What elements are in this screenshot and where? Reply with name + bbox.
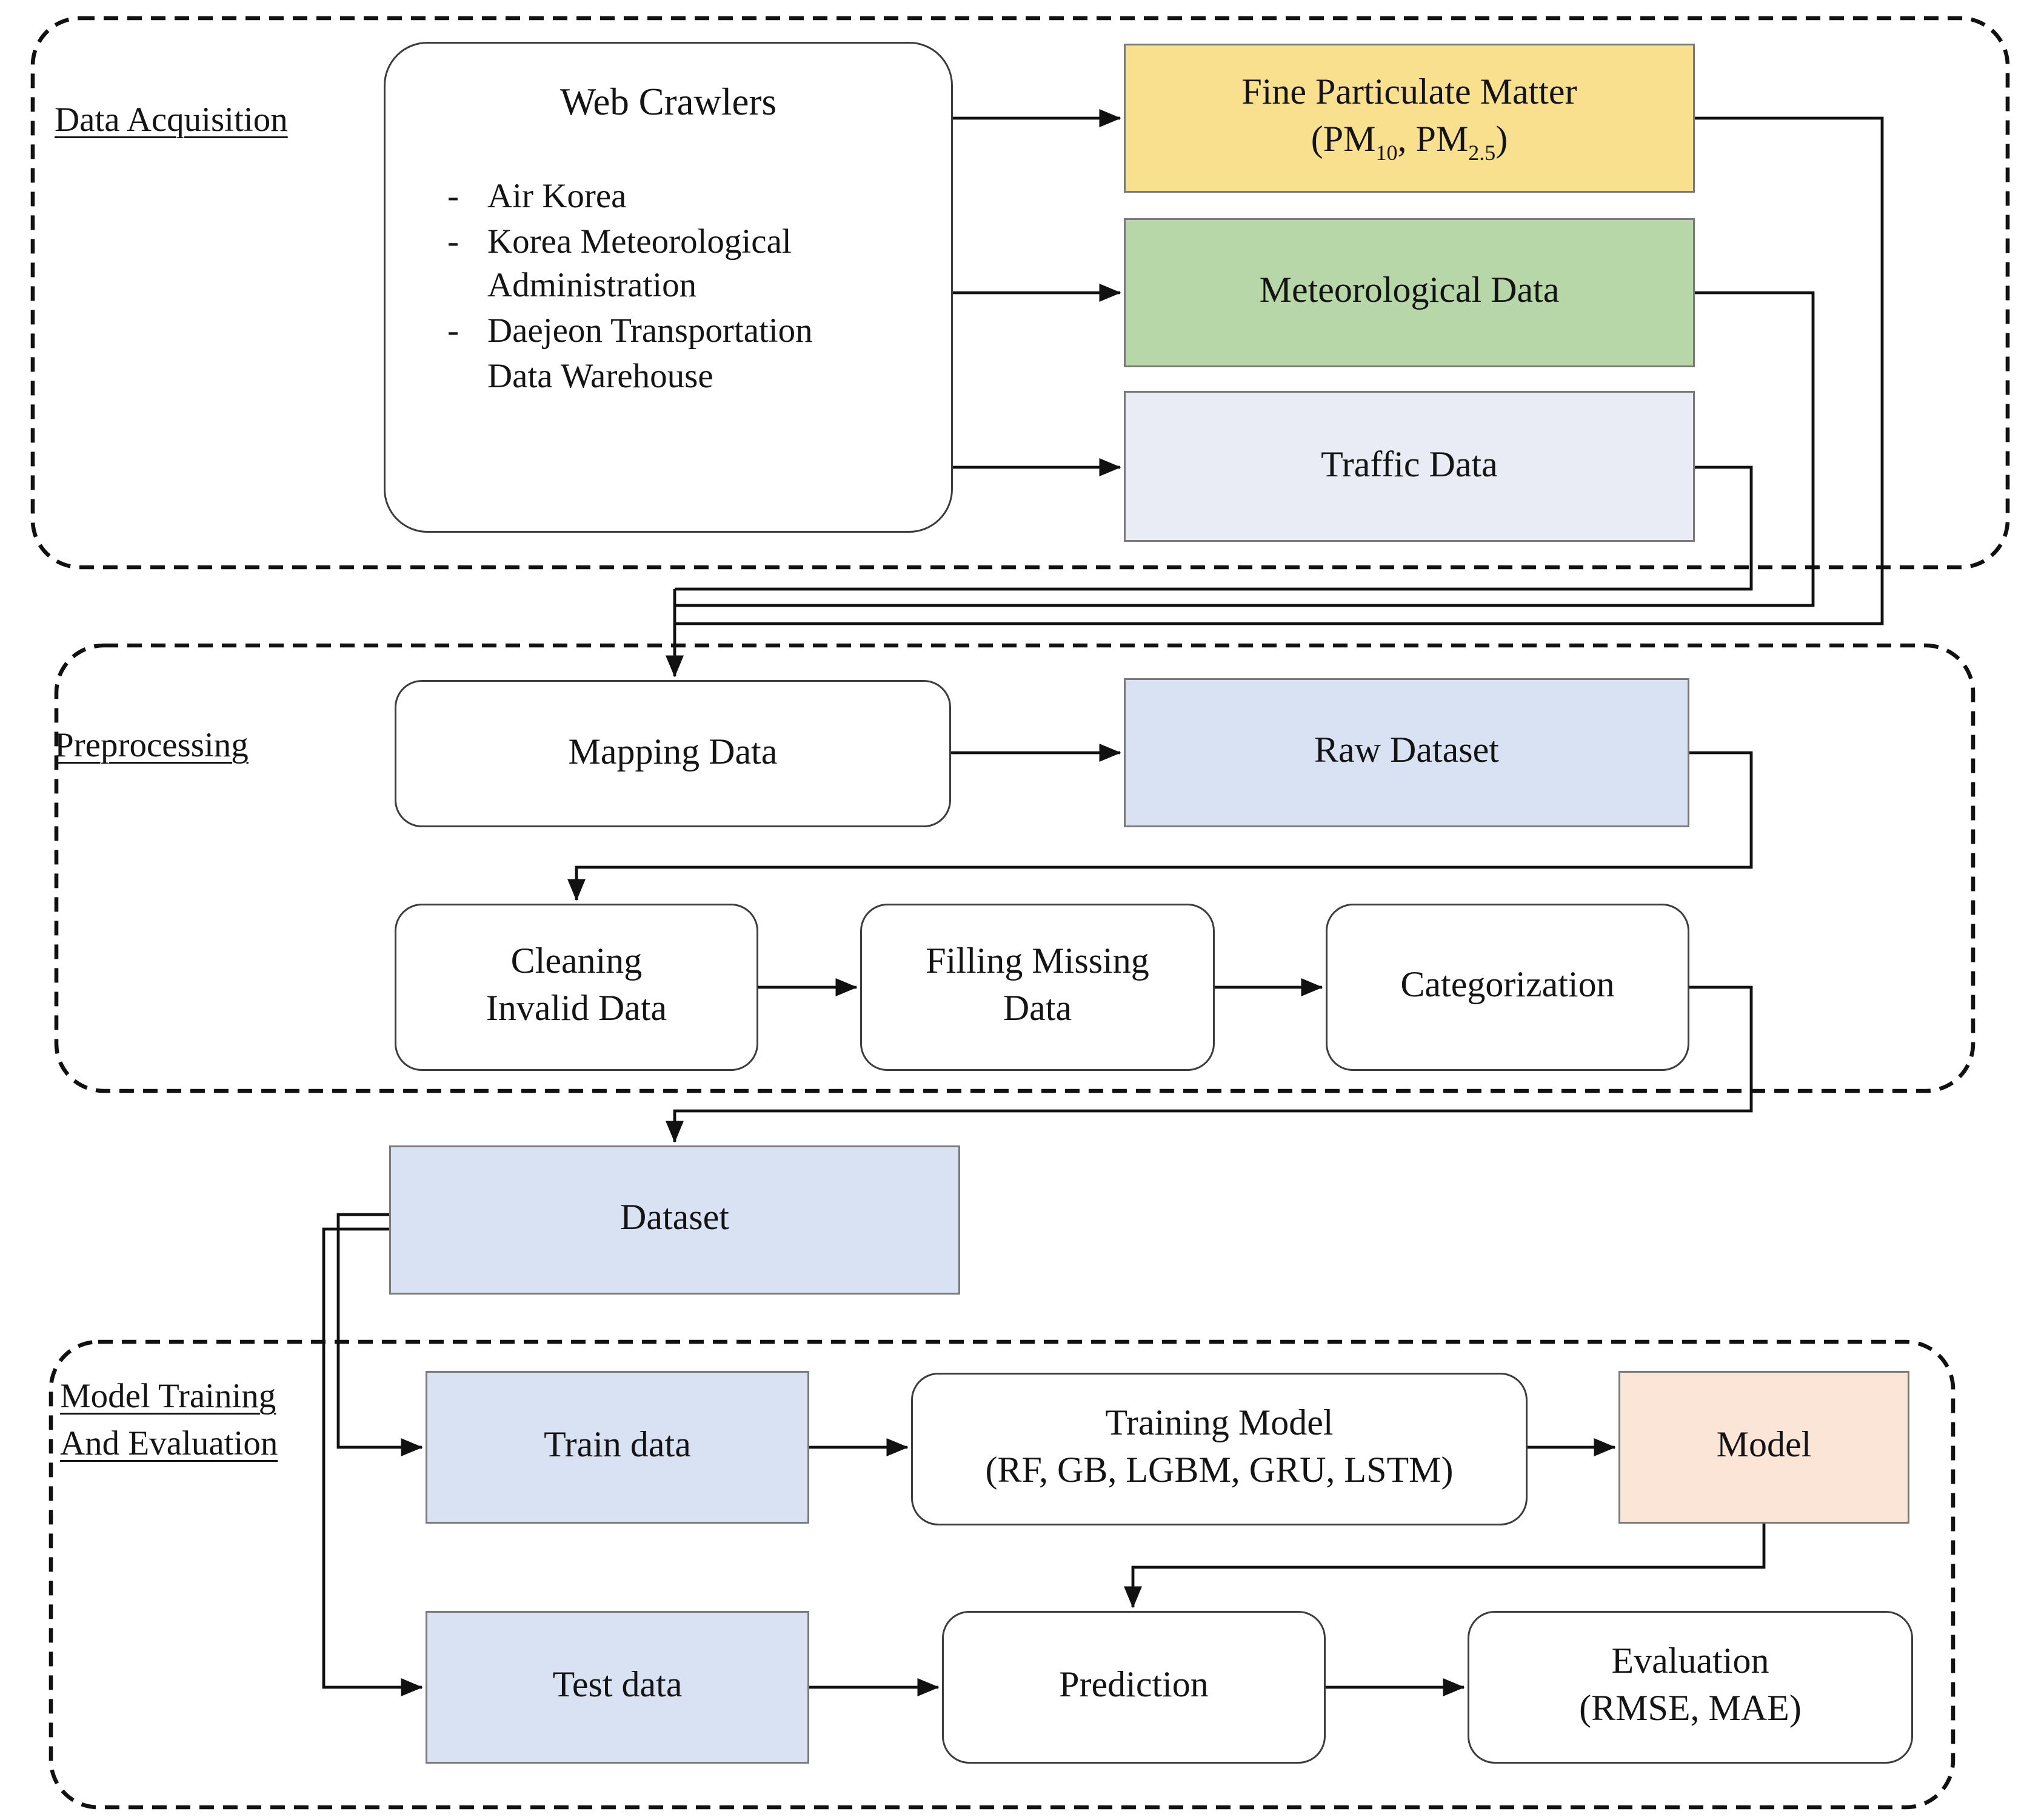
mapping-data-box: Mapping Data	[395, 680, 951, 827]
web-crawlers-source-list: - Air Korea - Korea Meteorological Admin…	[386, 176, 951, 401]
traffic-data-box: Traffic Data	[1124, 391, 1695, 542]
evaluation-box: Evaluation (RMSE, MAE)	[1468, 1611, 1913, 1764]
list-item-text: Korea Meteorological Administration	[487, 223, 792, 307]
prediction-box: Prediction	[942, 1611, 1326, 1764]
prediction-label: Prediction	[1059, 1665, 1209, 1706]
preprocessing-label-text: Preprocessing	[55, 727, 249, 765]
train-data-label: Train data	[544, 1425, 691, 1466]
web-crawlers-box: Web Crawlers - Air Korea - Korea Meteoro…	[384, 42, 953, 533]
data-acquisition-section-border	[30, 16, 2010, 570]
route-rawdataset-to-cleaning	[567, 751, 1753, 901]
categorization-label: Categorization	[1400, 965, 1615, 1006]
model-training-section-border	[48, 1339, 1956, 1810]
evaluation-label-line2: (RMSE, MAE)	[1579, 1689, 1802, 1729]
data-acquisition-label-text: Data Acquisition	[55, 102, 288, 140]
fpm-pm-mid: , PM	[1397, 120, 1469, 160]
mapping-label: Mapping Data	[568, 732, 778, 773]
dataset-box: Dataset	[389, 1145, 960, 1295]
list-item-marker: -	[447, 313, 459, 352]
model-training-label-line1: Model Training	[60, 1378, 276, 1416]
list-item: - Air Korea	[447, 176, 951, 221]
preprocessing-section-border	[54, 643, 1976, 1093]
cleaning-label-line1: Cleaning	[510, 942, 643, 983]
list-item-marker: -	[447, 178, 459, 216]
raw-dataset-box: Raw Dataset	[1124, 678, 1689, 827]
section-label-model-training: Model Training And Evaluation	[60, 1375, 278, 1470]
fpm-pm-sub25: 2.5	[1468, 140, 1496, 165]
fpm-label-line1: Fine Particulate Matter	[1241, 73, 1577, 114]
list-item-text: Daejeon Transportation Data Warehouse	[487, 313, 813, 396]
train-data-box: Train data	[426, 1371, 809, 1524]
fpm-label-line2: (PM10, PM2.5)	[1311, 118, 1508, 165]
dataset-label: Dataset	[620, 1198, 729, 1239]
training-model-label-line1: Training Model	[1105, 1404, 1334, 1445]
route-traffic-to-mapping	[675, 465, 1753, 591]
route-model-to-prediction	[1124, 1524, 1766, 1608]
fpm-pm-open: (PM	[1311, 120, 1376, 160]
evaluation-label-line1: Evaluation	[1611, 1642, 1769, 1683]
route-fpm-to-mapping	[675, 116, 1884, 625]
fine-particulate-matter-box: Fine Particulate Matter (PM10, PM2.5)	[1124, 44, 1695, 193]
meteorological-label: Meteorological Data	[1259, 271, 1560, 312]
model-box: Model	[1618, 1371, 1909, 1524]
route-meteorological-to-mapping	[675, 291, 1815, 607]
route-dataset-to-testdata	[322, 1227, 423, 1696]
categorization-box: Categorization	[1326, 904, 1689, 1071]
model-label: Model	[1716, 1425, 1812, 1466]
list-item-text: Air Korea	[487, 178, 627, 216]
test-data-label: Test data	[552, 1665, 683, 1706]
meteorological-data-box: Meteorological Data	[1124, 218, 1695, 367]
cleaning-invalid-data-box: Cleaning Invalid Data	[395, 904, 758, 1071]
fpm-pm-sub10: 10	[1375, 140, 1398, 165]
list-item: - Korea Meteorological Administration	[447, 221, 951, 311]
test-data-box: Test data	[426, 1611, 809, 1764]
fpm-pm-close: )	[1495, 120, 1508, 160]
web-crawlers-title: Web Crawlers	[559, 80, 777, 124]
route-categorization-to-dataset	[666, 985, 1753, 1143]
section-label-data-acquisition: Data Acquisition	[55, 98, 288, 146]
model-training-label-line2: And Evaluation	[60, 1425, 278, 1464]
traffic-label: Traffic Data	[1321, 445, 1498, 485]
raw-dataset-label: Raw Dataset	[1314, 731, 1499, 772]
list-item-marker: -	[447, 223, 459, 262]
section-label-preprocessing: Preprocessing	[55, 724, 249, 772]
cleaning-label-line2: Invalid Data	[486, 989, 667, 1029]
filling-label-line2: Data	[1003, 989, 1072, 1029]
route-dataset-to-traindata	[336, 1213, 423, 1456]
list-item: - Daejeon Transportation Data Warehouse	[447, 311, 951, 401]
filling-missing-data-box: Filling Missing Data	[860, 904, 1215, 1071]
filling-label-line1: Filling Missing	[926, 942, 1149, 983]
training-model-label-line2: (RF, GB, LGBM, GRU, LSTM)	[985, 1451, 1454, 1491]
training-model-box: Training Model (RF, GB, LGBM, GRU, LSTM)	[911, 1373, 1528, 1525]
